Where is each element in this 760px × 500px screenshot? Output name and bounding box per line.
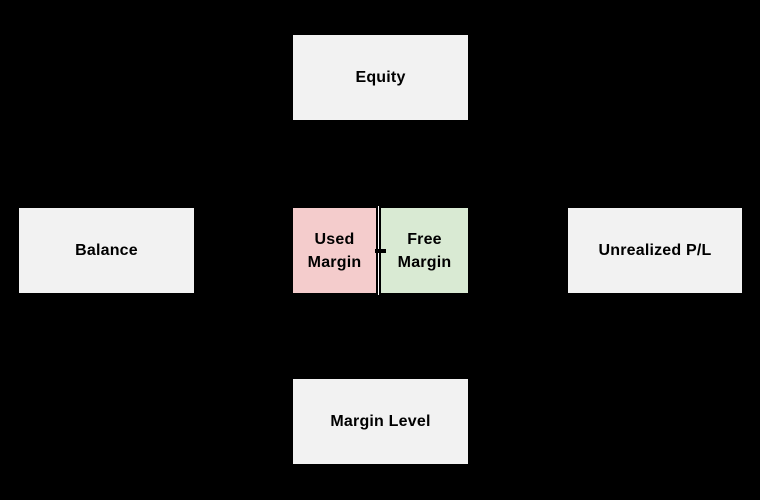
- margin-divider-connector: [375, 248, 386, 253]
- node-used-margin-label: Used Margin: [307, 230, 362, 271]
- node-balance: Balance: [17, 206, 196, 295]
- node-balance-label: Balance: [75, 242, 138, 259]
- node-unrealized-pl-label: Unrealized P/L: [598, 242, 712, 259]
- node-margin-level-label: Margin Level: [330, 413, 431, 430]
- node-free-margin: Free Margin: [379, 206, 470, 295]
- node-margin-pair: Used Margin Free Margin: [291, 206, 470, 295]
- node-equity-label: Equity: [355, 69, 406, 86]
- node-equity: Equity: [291, 33, 470, 122]
- node-free-margin-label: Free Margin: [397, 230, 452, 271]
- node-margin-level: Margin Level: [291, 377, 470, 466]
- node-used-margin: Used Margin: [291, 206, 378, 295]
- node-unrealized-pl: Unrealized P/L: [566, 206, 744, 295]
